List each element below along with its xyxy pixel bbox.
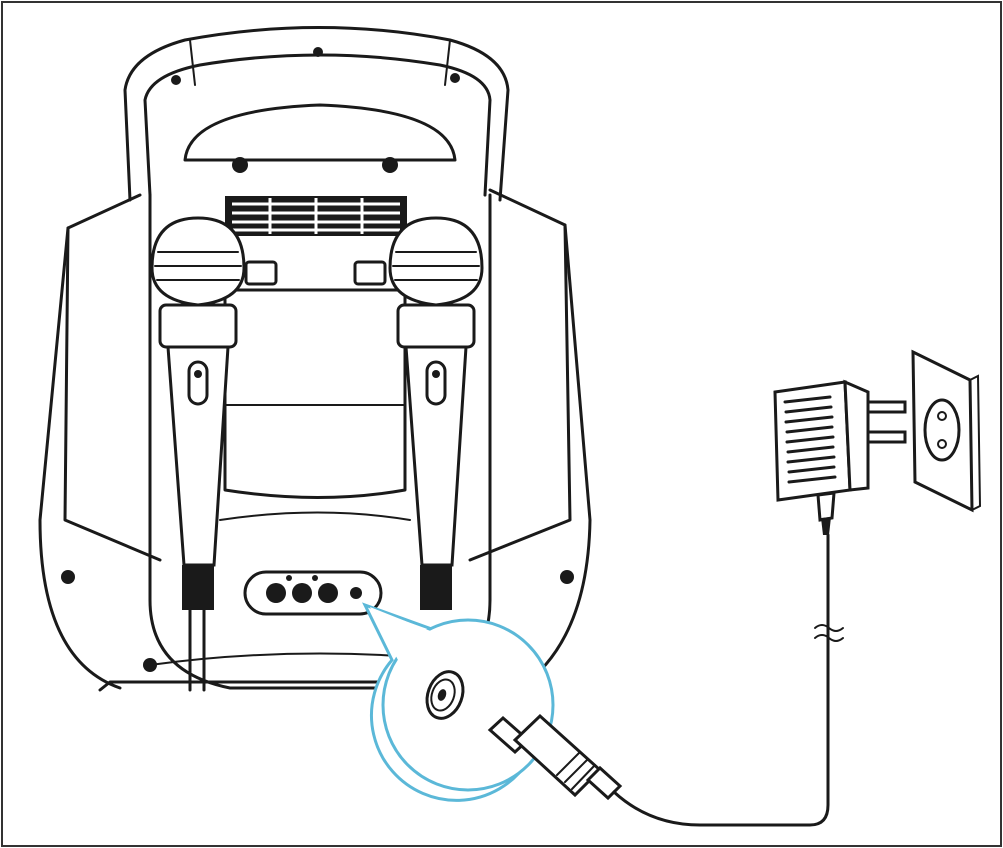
side-screw-right	[560, 570, 574, 584]
handle-top-ridge	[189, 39, 451, 86]
carry-handle-inner	[143, 53, 492, 197]
input-jack-2	[292, 583, 312, 603]
speaker-left-side	[38, 193, 142, 690]
mic-clip-left	[244, 260, 278, 286]
adapter-side	[843, 379, 870, 492]
microphone-right	[388, 216, 484, 610]
input-led-2	[312, 575, 318, 581]
handle-grip-opening	[183, 103, 457, 162]
outlet-plate	[911, 349, 974, 513]
mic-left-cable	[188, 608, 206, 692]
dc-plug-grip	[556, 751, 596, 790]
input-jack-3	[318, 583, 338, 603]
outlet-socket	[923, 398, 961, 462]
input-panel	[243, 570, 383, 616]
mic-right-switch	[425, 360, 447, 406]
speaker-left-panel	[63, 226, 162, 562]
front-recess	[223, 288, 407, 499]
power-cable	[612, 533, 830, 827]
adapter-prong-bottom	[866, 430, 907, 444]
bottom-screw-left	[143, 658, 157, 672]
mic-right-tail	[420, 565, 452, 610]
handle-screw-left	[171, 75, 181, 85]
wall-outlet	[911, 349, 982, 513]
handle-screw-top	[313, 47, 323, 57]
input-led-1	[286, 575, 292, 581]
dc-plug-strain	[585, 765, 623, 801]
mic-left-mesh	[154, 251, 242, 281]
body-screw-upper-right	[382, 157, 398, 173]
speaker-unit	[38, 26, 592, 692]
callout-pointer-cover	[370, 607, 438, 660]
mic-right-head	[388, 216, 484, 307]
dc-jack-callout	[362, 602, 555, 802]
cable-break-mark	[814, 624, 844, 642]
mic-left-switch-knob	[194, 370, 202, 378]
mic-left-head	[150, 216, 246, 307]
side-screw-left	[61, 570, 75, 584]
carry-handle-outer	[123, 26, 510, 202]
input-jack-1	[266, 583, 286, 603]
microphone-left	[150, 216, 246, 692]
dc-jack-enlarged-mid	[430, 678, 456, 712]
mic-left-switch	[187, 360, 209, 406]
adapter-cable-exit	[816, 491, 836, 522]
outlet-plate-edge	[969, 374, 982, 511]
mic-right-switch-knob	[432, 370, 440, 378]
vent-slots	[232, 198, 400, 234]
mic-left-tail	[182, 565, 214, 610]
body-screw-upper-left	[232, 157, 248, 173]
adapter-cable-boot	[821, 517, 831, 535]
dc-input-jack	[350, 587, 362, 599]
front-recess-ledge	[219, 404, 411, 521]
handle-screw-right	[450, 73, 460, 83]
mic-left-collar	[158, 303, 238, 349]
dc-jack-enlarged-outer	[425, 670, 465, 720]
mic-right-mesh	[392, 251, 480, 281]
power-adapter	[773, 379, 907, 535]
adapter-prong-top	[866, 400, 907, 414]
dc-plug	[487, 713, 623, 801]
speaker-right-side	[488, 188, 592, 690]
dc-jack-enlarged-pin	[437, 689, 447, 701]
adapter-vents	[783, 395, 837, 484]
mic-clip-right	[353, 260, 387, 286]
speaker-right-panel	[468, 223, 572, 562]
outlet-hole-bottom	[937, 439, 947, 449]
outlet-hole-top	[937, 411, 947, 421]
mic-right-collar	[396, 303, 476, 349]
